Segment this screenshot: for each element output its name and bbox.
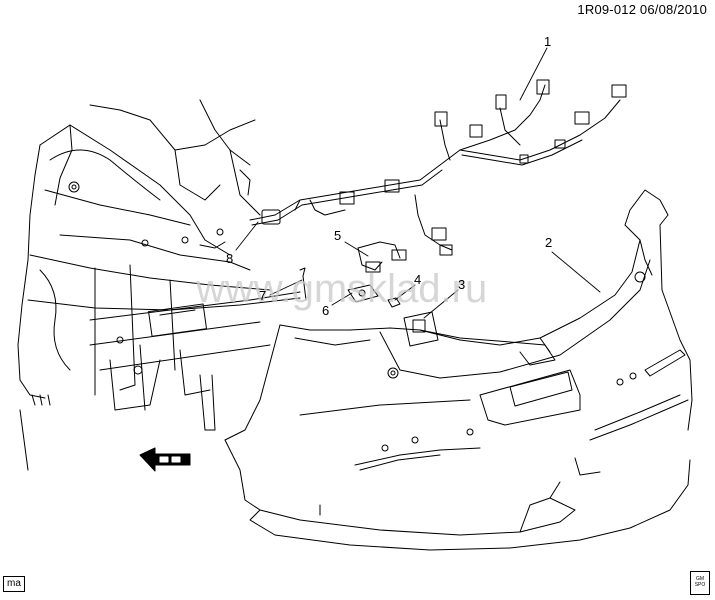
callout-leaders — [235, 47, 601, 319]
fastener-8 — [199, 241, 226, 249]
diagram-reference: 1R09-012 06/08/2010 — [577, 2, 707, 17]
callout-6: 6 — [322, 303, 329, 318]
callout-3: 3 — [458, 277, 465, 292]
gm-spo-logo: GM SPO — [690, 571, 710, 595]
wiring-harness — [249, 79, 627, 256]
front-direction-arrow — [139, 447, 191, 472]
callout-2: 2 — [545, 235, 552, 250]
bolt-7 — [299, 267, 307, 301]
ma-badge: ma — [3, 576, 25, 592]
callout-1: 1 — [544, 34, 551, 49]
vehicle-body-structure — [17, 99, 301, 471]
callout-5: 5 — [334, 228, 341, 243]
sensor-harness-5 — [357, 241, 407, 273]
nut-4 — [387, 297, 401, 308]
callout-7: 7 — [259, 288, 266, 303]
callout-8: 8 — [226, 251, 233, 266]
sensor-bracket-3 — [403, 311, 439, 347]
watermark-text: www.gmsklad.ru — [195, 267, 487, 311]
rear-bumper-fascia — [224, 189, 693, 551]
sensor-bracket-6 — [347, 284, 379, 303]
callout-4: 4 — [414, 272, 421, 287]
